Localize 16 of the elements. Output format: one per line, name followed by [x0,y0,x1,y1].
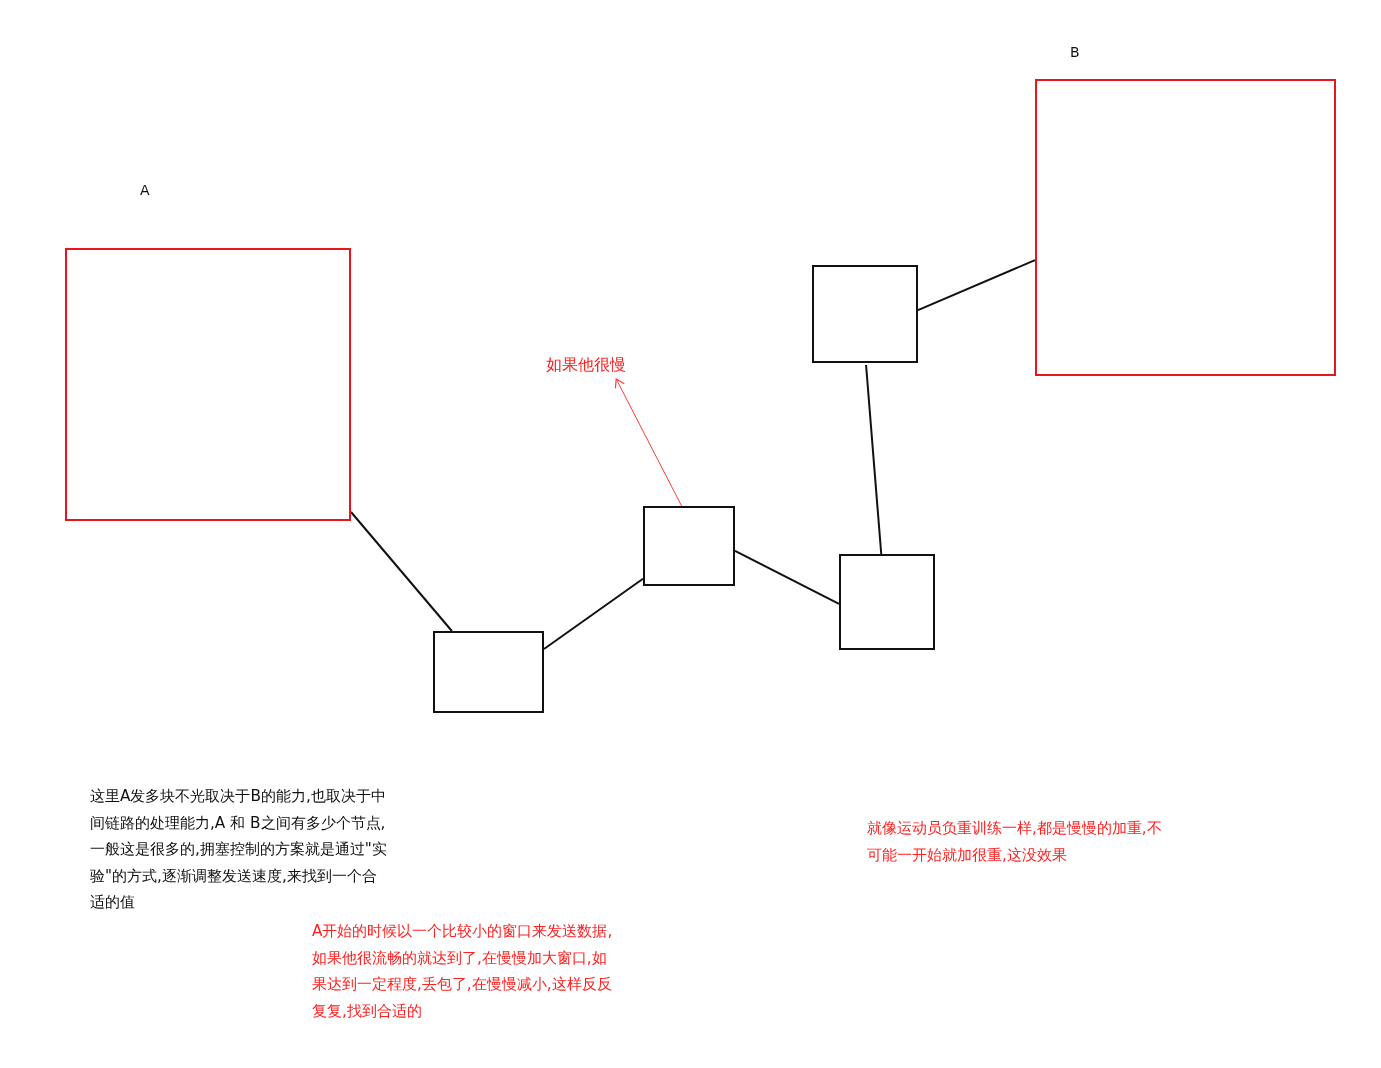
node-box [812,265,918,363]
note-text: 如果他很慢 [546,353,636,377]
paragraph-text: 这里A发多块不光取决于B的能力,也取决于中间链路的处理能力,A 和 B之间有多少个节点,一般这是很多的,拥塞控制的方案就是通过"实验"的方式,逐渐调整发送速度,来找到一个合适的值 [90,786,388,913]
connector-line [865,364,883,555]
connector-line [734,549,840,605]
box-heading: A [140,181,150,200]
box-heading: B [1070,43,1080,62]
connector-line [350,511,453,632]
node-box [643,506,735,586]
connector-line [917,259,1036,312]
node-box [433,631,544,713]
arrow [614,378,683,507]
paragraph-text: 就像运动员负重训练一样,都是慢慢的加重,不可能一开始就加很重,这没效果 [867,818,1163,866]
paragraph-text: A开始的时候以一个比较小的窗口来发送数据,如果他很流畅的就达到了,在慢慢加大窗口,如果达到一定程度,丢包了,在慢慢减小,这样反反复复,找到合适的 [312,921,614,1022]
node-box [839,554,935,650]
connector-line [543,577,644,651]
